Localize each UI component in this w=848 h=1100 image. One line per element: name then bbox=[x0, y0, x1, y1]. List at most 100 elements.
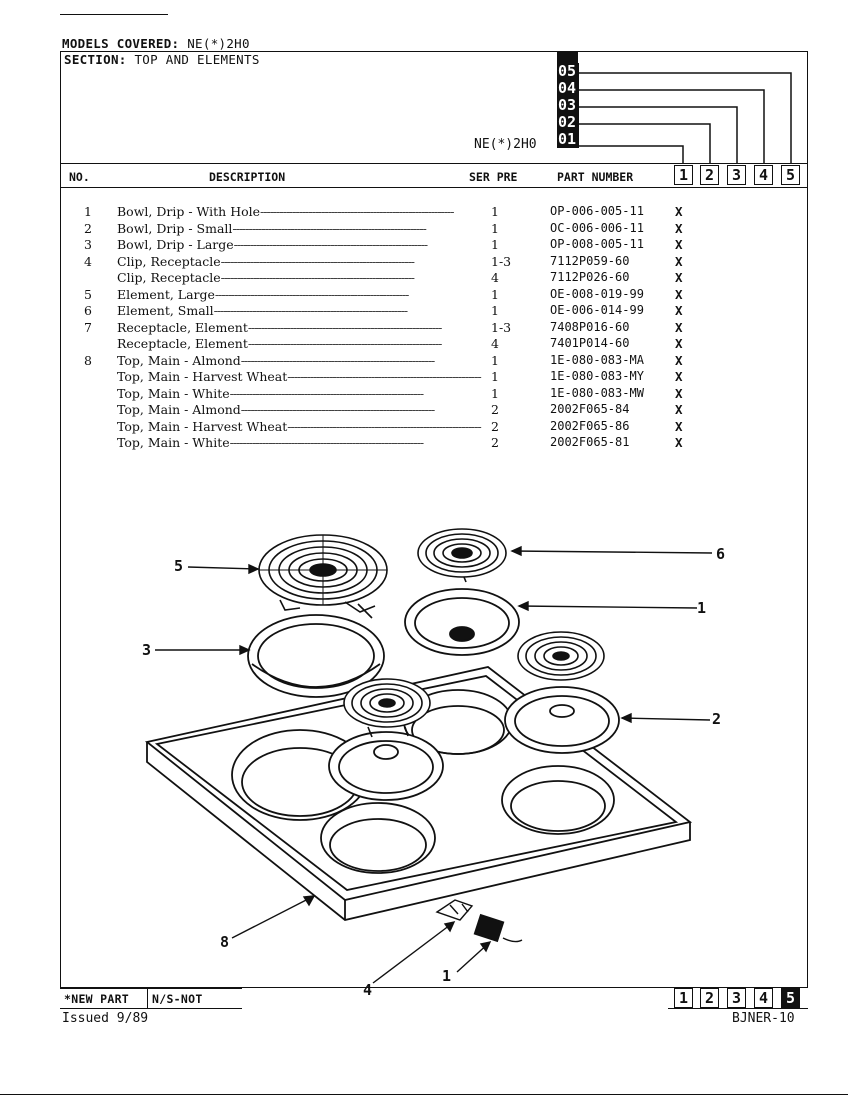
leader-dashes: ----------------------------------------… bbox=[240, 352, 435, 368]
model-1-mark: X bbox=[675, 303, 683, 318]
part-number: 2002F065-81 bbox=[550, 435, 630, 449]
model-1-mark: X bbox=[675, 418, 683, 434]
issued-date: Issued 9/89 bbox=[62, 1011, 149, 1026]
part-description-text: Bowl, Drip - Large bbox=[117, 237, 234, 252]
part-ser-pre: 2 bbox=[491, 435, 499, 450]
part-no: 4 bbox=[84, 253, 92, 269]
callout-3: 3 bbox=[142, 641, 152, 659]
part-description: Top, Main - White-----------------------… bbox=[117, 386, 487, 401]
part-description: Bowl, Drip - With Hole------------------… bbox=[117, 204, 487, 219]
model-1-mark: X bbox=[675, 402, 683, 417]
table-row: 7 Receptacle, Element--------------------… bbox=[0, 320, 848, 337]
part-ser-pre: 1 bbox=[491, 352, 499, 368]
part-ser-pre: 2 bbox=[491, 418, 499, 434]
column-header-top-rule bbox=[60, 163, 808, 164]
callout-8: 8 bbox=[220, 933, 230, 951]
small-element bbox=[417, 528, 507, 583]
part-ser-pre: 1 bbox=[491, 204, 499, 219]
model-1-mark: X bbox=[675, 319, 683, 335]
callout-leaders bbox=[155, 545, 713, 984]
model-code-05: 05 bbox=[557, 63, 579, 80]
model-col-3: 3 bbox=[727, 165, 746, 185]
part-number: 2002F065-86 bbox=[550, 418, 630, 433]
part-description-text: Element, Large bbox=[117, 286, 215, 302]
model-code-01: 01 bbox=[557, 131, 579, 148]
leader-dashes: ----------------------------------------… bbox=[220, 270, 415, 285]
footer-divider bbox=[147, 988, 148, 1008]
leader-dashes: ----------------------------------------… bbox=[214, 286, 409, 302]
footer-rule bbox=[60, 988, 242, 989]
callout-4: 4 bbox=[363, 981, 373, 999]
callout-2: 2 bbox=[712, 710, 722, 728]
part-no: 5 bbox=[84, 286, 92, 302]
part-description: Top, Main - Almond----------------------… bbox=[117, 402, 487, 417]
part-no: 6 bbox=[84, 303, 92, 318]
table-row: Top, Main - Almond----------------------… bbox=[0, 402, 848, 419]
part-number: 1E-080-083-MW bbox=[550, 385, 644, 400]
footer-bottom-rule bbox=[60, 1008, 242, 1009]
callout-5: 5 bbox=[174, 557, 184, 575]
part-no: 1 bbox=[84, 204, 92, 219]
part-description-text: Receptacle, Element bbox=[117, 336, 248, 351]
part-number: OP-008-005-11 bbox=[550, 237, 644, 251]
part-number: 7112P026-60 bbox=[550, 270, 630, 284]
part-no: 7 bbox=[84, 319, 92, 335]
part-ser-pre: 4 bbox=[491, 336, 499, 351]
callout-6: 6 bbox=[716, 545, 726, 563]
model-code-04: 04 bbox=[557, 80, 579, 97]
section-label: SECTION: bbox=[64, 52, 127, 67]
models-covered-line: MODELS COVERED: NE(*)2H0 bbox=[62, 36, 250, 51]
table-row: Top, Main - White-----------------------… bbox=[0, 435, 848, 452]
table-row: Top, Main - Harvest Wheat---------------… bbox=[0, 419, 848, 436]
footer-model-3: 3 bbox=[727, 988, 746, 1008]
receptacle-and-clip bbox=[435, 899, 523, 943]
page-bottom-rule bbox=[0, 1094, 848, 1095]
part-description: Receptacle, Element---------------------… bbox=[117, 320, 487, 335]
part-description: Bowl, Drip - Small----------------------… bbox=[117, 221, 487, 236]
part-ser-pre: 1 bbox=[491, 303, 499, 318]
part-description-text: Top, Main - White bbox=[117, 385, 230, 401]
callout-1-bowl: 1 bbox=[697, 599, 707, 617]
col-no-header: NO. bbox=[69, 170, 90, 184]
footer-model-4: 4 bbox=[754, 988, 773, 1008]
part-number: 1E-080-083-MA bbox=[550, 352, 644, 367]
model-col-5: 5 bbox=[781, 165, 800, 185]
part-ser-pre: 1 bbox=[491, 286, 499, 302]
part-description: Element, Small--------------------------… bbox=[117, 303, 487, 318]
part-number: 7401P014-60 bbox=[550, 336, 630, 350]
part-description: Top, Main - Harvest Wheat---------------… bbox=[117, 419, 487, 434]
part-number: OE-008-019-99 bbox=[550, 286, 644, 301]
footer-model-1: 1 bbox=[674, 988, 693, 1008]
part-ser-pre: 1 bbox=[491, 385, 499, 401]
part-description-text: Receptacle, Element bbox=[117, 319, 248, 335]
model-tag: NE(*)2H0 bbox=[474, 137, 537, 152]
table-row: Top, Main - Harvest Wheat---------------… bbox=[0, 369, 848, 386]
parts-table: 1 Bowl, Drip - With Hole-----------------… bbox=[0, 0, 848, 460]
part-number: 1E-080-083-MY bbox=[550, 369, 644, 383]
model-connector-lines bbox=[578, 72, 792, 164]
model-1-mark: X bbox=[675, 369, 683, 384]
leader-dashes: ----------------------------------------… bbox=[247, 319, 442, 335]
part-no: 3 bbox=[84, 237, 92, 252]
drip-bowl-with-hole bbox=[404, 588, 520, 656]
leader-dashes: ----------------------------------------… bbox=[229, 385, 424, 401]
footer-model-5: 5 bbox=[781, 988, 800, 1008]
model-code-03: 03 bbox=[557, 97, 579, 114]
model-1-mark: X bbox=[675, 204, 683, 219]
model-col-2: 2 bbox=[700, 165, 719, 185]
leader-dashes: ----------------------------------------… bbox=[213, 303, 408, 318]
leader-dashes: ----------------------------------------… bbox=[220, 253, 415, 269]
large-element bbox=[258, 534, 388, 619]
large-drip-bowl bbox=[247, 614, 385, 698]
model-code-02: 02 bbox=[557, 114, 579, 131]
col-description-header: DESCRIPTION bbox=[209, 170, 286, 184]
section-line: SECTION: TOP AND ELEMENTS bbox=[64, 52, 260, 67]
section-value: TOP AND ELEMENTS bbox=[134, 52, 260, 67]
table-row: Receptacle, Element---------------------… bbox=[0, 336, 848, 353]
part-ser-pre: 1-3 bbox=[491, 319, 512, 335]
part-description-text: Element, Small bbox=[117, 303, 214, 318]
models-covered-label: MODELS COVERED: bbox=[62, 36, 180, 51]
